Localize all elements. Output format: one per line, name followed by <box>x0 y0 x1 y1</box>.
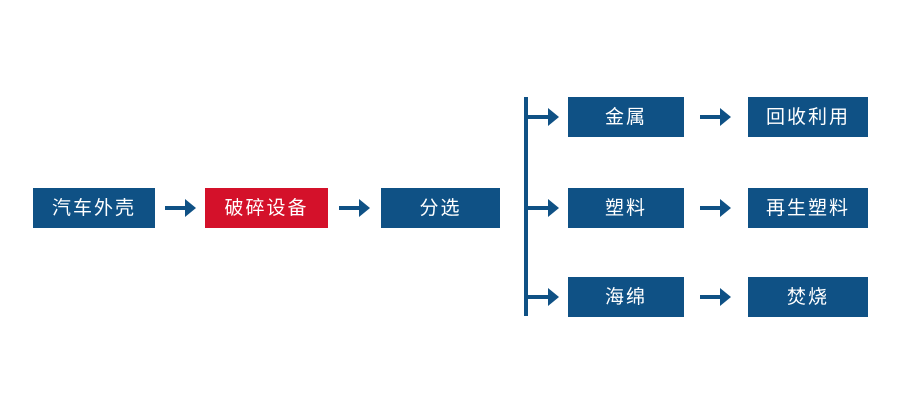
node-metal-output-recycle[interactable]: 回收利用 <box>748 97 868 137</box>
arrow-sponge-to-output <box>698 282 734 312</box>
arrow-bus-to-plastic <box>527 197 560 219</box>
node-sponge-output-incineration[interactable]: 焚烧 <box>748 277 868 317</box>
arrow-metal-to-output <box>698 102 734 132</box>
node-plastic-output-recycled-plastic[interactable]: 再生塑料 <box>748 188 868 228</box>
node-crushing-equipment[interactable]: 破碎设备 <box>205 188 328 228</box>
node-sponge[interactable]: 海绵 <box>568 277 684 317</box>
node-metal[interactable]: 金属 <box>568 97 684 137</box>
node-input-car-shell[interactable]: 汽车外壳 <box>33 188 155 228</box>
arrow-bus-to-metal <box>527 106 560 128</box>
arrow-bus-to-sponge <box>527 286 560 308</box>
node-sorting[interactable]: 分选 <box>381 188 500 228</box>
arrow-plastic-to-output <box>698 193 734 223</box>
split-bus-line <box>524 97 528 316</box>
arrow-input-to-crusher <box>163 193 199 223</box>
node-plastic[interactable]: 塑料 <box>568 188 684 228</box>
arrow-crusher-to-sorting <box>337 193 373 223</box>
